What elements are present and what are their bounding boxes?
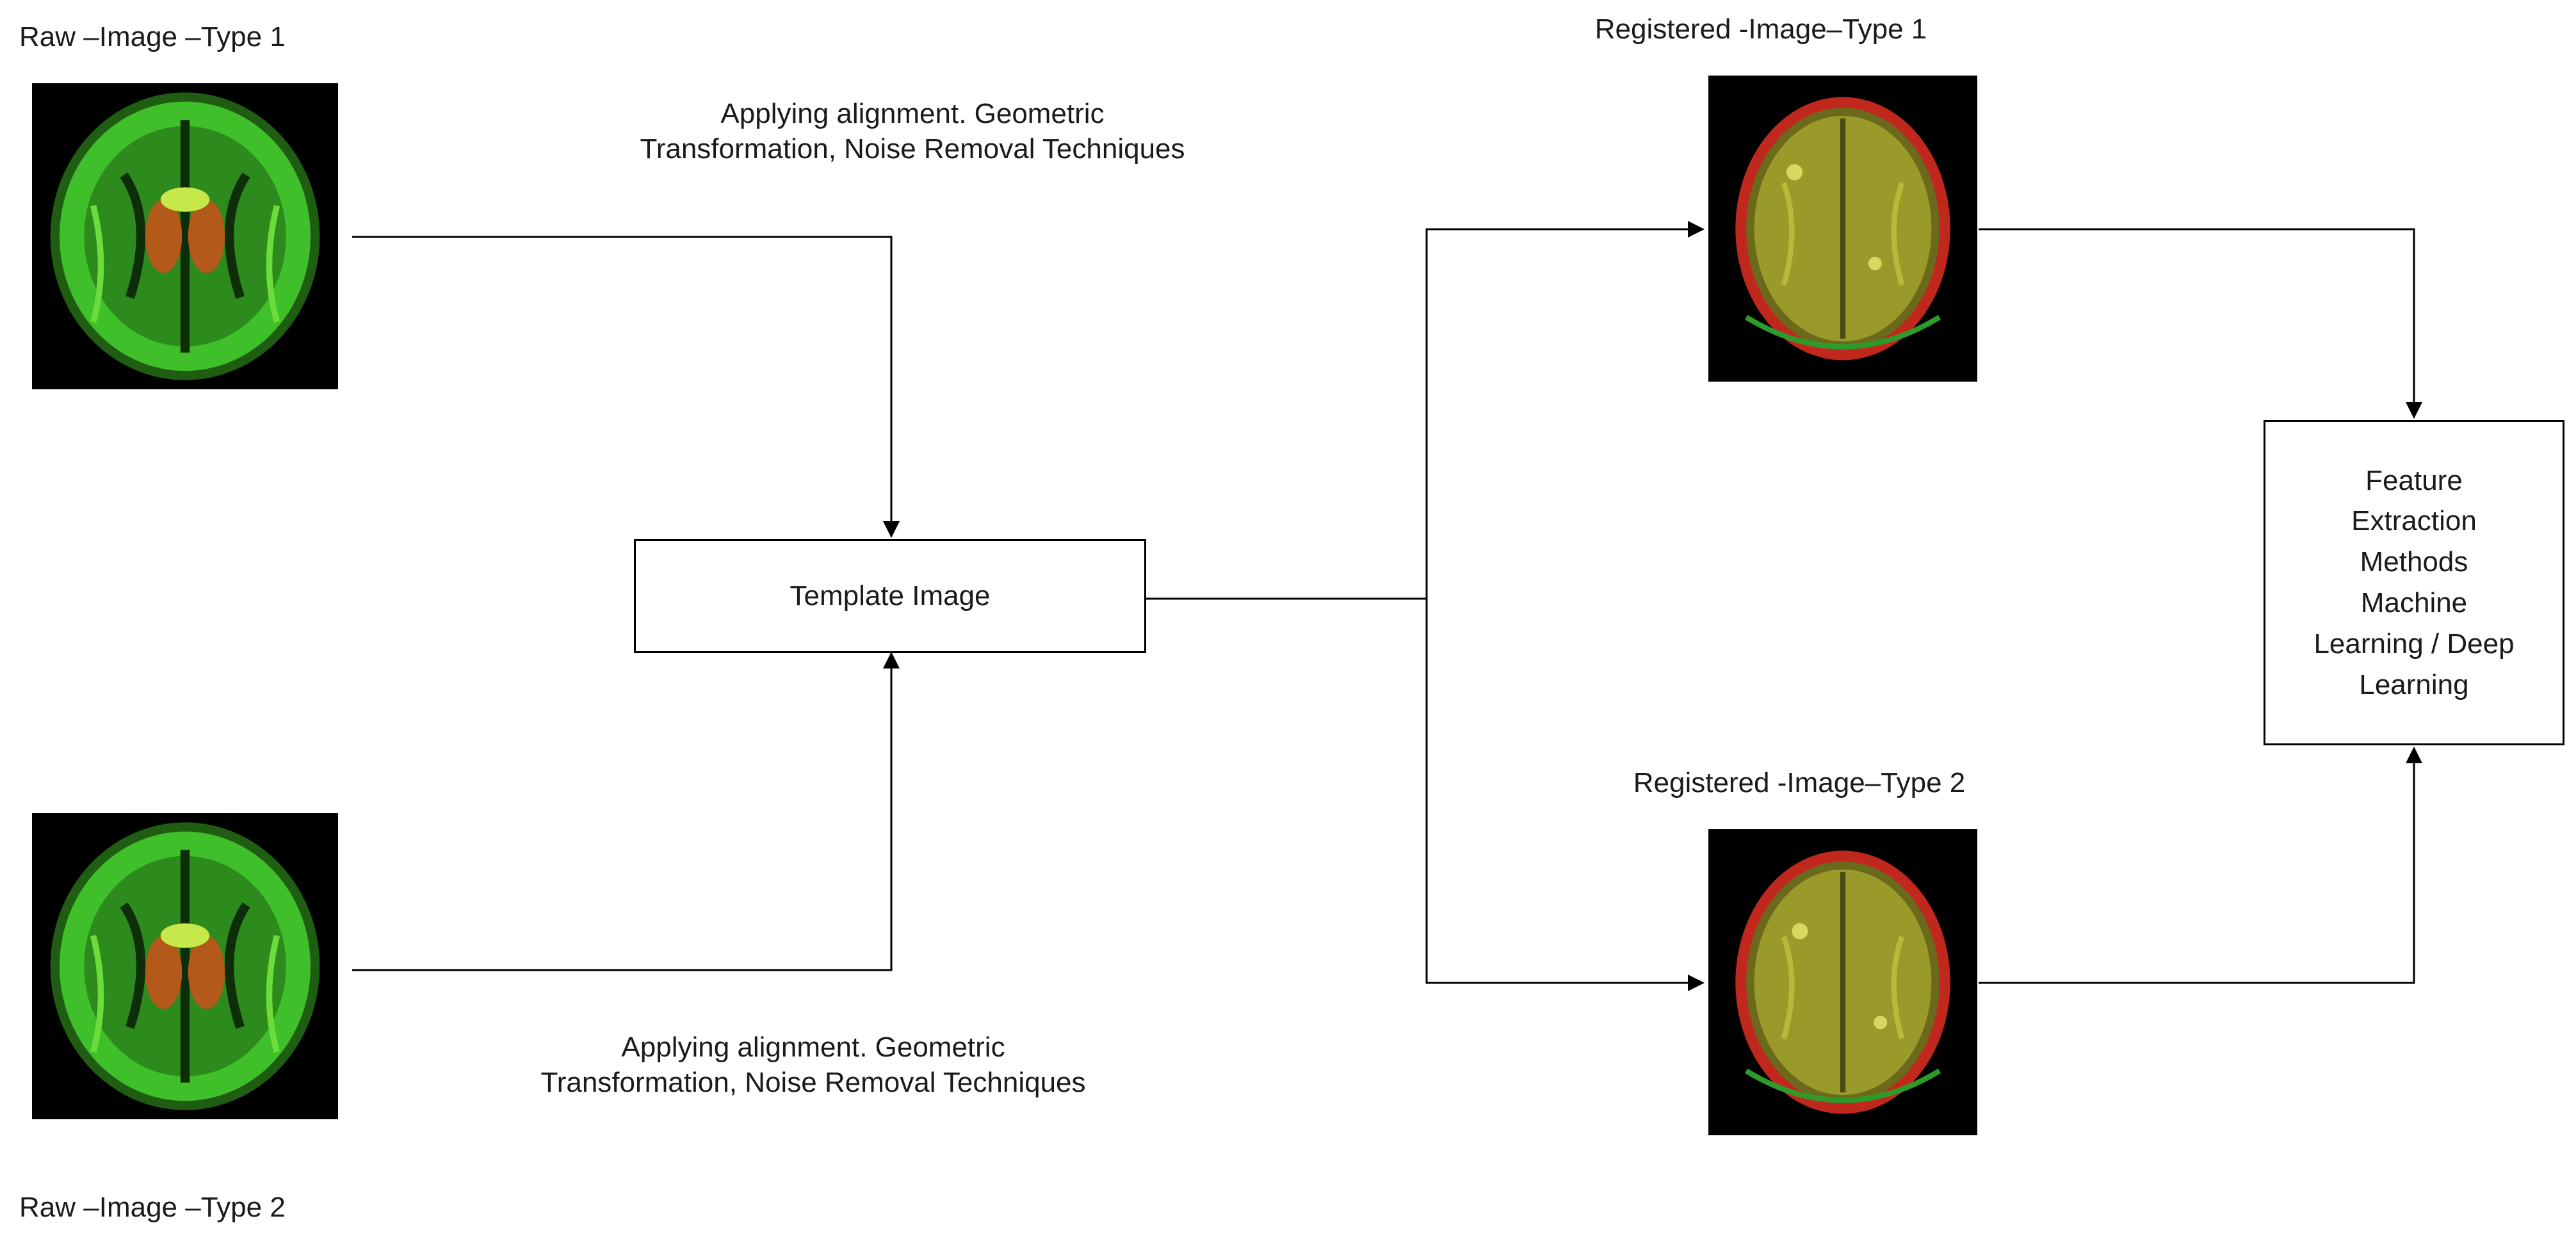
label-raw-type2: Raw –Image –Type 2 [19,1192,286,1223]
annotation-bottom: Applying alignment. Geometric Transforma… [448,1030,1178,1100]
feature-line-3: Methods [2360,546,2468,578]
brain-mri-red-yellow-icon [1735,850,1950,1114]
raw-image-type1 [32,83,338,389]
connector-raw2-template [352,652,900,971]
raw-image-type2 [32,813,338,1119]
brain-mri-green-icon [50,822,320,1110]
feature-line-6: Learning [2359,668,2469,700]
annotation-top-line2: Transformation, Noise Removal Techniques [640,133,1185,165]
label-registered-type1: Registered -Image–Type 1 [1594,13,1927,45]
feature-extraction-text: Feature Extraction Methods Machine Learn… [2313,460,2514,706]
feature-extraction-box: Feature Extraction Methods Machine Learn… [2264,420,2564,745]
template-image-label: Template Image [790,580,991,612]
connector-split-reg2 [1425,599,1705,991]
feature-line-5: Learning / Deep [2313,628,2515,660]
feature-line-4: Machine [2360,587,2468,619]
brain-mri-red-yellow-icon [1735,97,1950,360]
feature-line-1: Feature [2365,464,2463,496]
connector-reg1-feature [1979,228,2422,419]
connector-reg2-feature [1979,747,2422,984]
registered-image-type1 [1708,76,1977,382]
connector-raw1-template [352,236,900,538]
annotation-top: Applying alignment. Geometric Transforma… [563,96,1261,166]
feature-line-2: Extraction [2351,505,2477,537]
label-registered-type2: Registered -Image–Type 2 [1633,767,1966,798]
connector-split-reg1 [1425,221,1705,599]
registered-image-type2 [1708,829,1977,1135]
annotation-bottom-line1: Applying alignment. Geometric [621,1032,1005,1063]
template-image-box: Template Image [634,539,1146,653]
brain-mri-green-icon [50,92,320,380]
annotation-bottom-line2: Transformation, Noise Removal Techniques [540,1067,1086,1098]
annotation-top-line1: Applying alignment. Geometric [720,98,1105,129]
label-raw-type1: Raw –Image –Type 1 [19,21,286,53]
